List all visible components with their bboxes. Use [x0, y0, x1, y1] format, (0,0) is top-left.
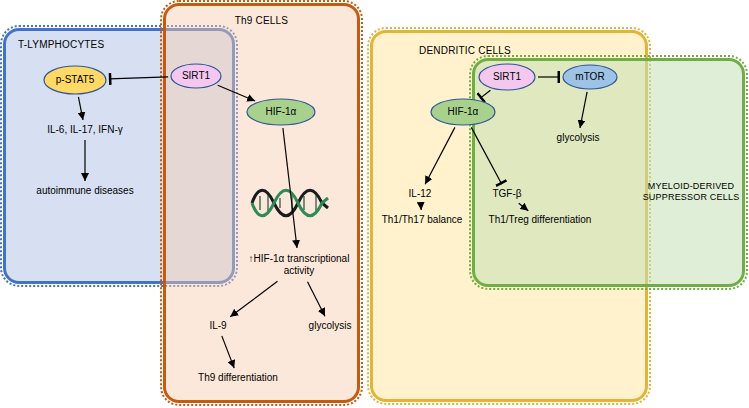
outcome-label: Th9 differentiation	[178, 370, 298, 386]
cell-compartment: MYELOID-DERIVED SUPPRESSOR CELLS SIRT1 mTO…	[472, 58, 745, 287]
process-label: glycolysis	[548, 130, 608, 146]
inhibition-connector	[538, 76, 560, 77]
outcome-label: Th1/Th17 balance	[370, 212, 474, 228]
compartment-title: DENDRITIC CELLS	[419, 45, 559, 57]
compartment-title: T-LYMPHOCYTES	[18, 39, 158, 51]
node-text: TGF-β	[492, 188, 521, 200]
ellipse-shape	[247, 99, 315, 125]
cytokine-label: IL-6, IL-17, IFN-γ	[20, 122, 150, 138]
dna-rung	[259, 196, 260, 210]
node-text: Th1/Treg differentiation	[489, 214, 592, 226]
node-text: HIF-1α	[448, 106, 479, 118]
ellipse-shape	[431, 99, 495, 125]
node-text: mTOR	[575, 71, 604, 83]
cell-compartment: Th9 CELLS SIRT1HIF-1α ↑HIF-1α transcriptio…	[163, 3, 360, 403]
dna-rung	[303, 196, 304, 210]
node-text: SIRT1	[182, 70, 210, 82]
ellipse-shape	[171, 64, 221, 88]
protein-ellipse: HIF-1α	[430, 98, 496, 126]
node-text: IL-6, IL-17, IFN-γ	[47, 124, 123, 136]
cytokine-label: TGF-β	[485, 186, 529, 202]
node-text: autoimmune diseases	[36, 185, 133, 197]
ellipse-shape	[563, 65, 617, 89]
node-text: ↑HIF-1α transcriptional activity	[240, 253, 358, 277]
dna-rung	[279, 198, 280, 208]
node-text: glycolysis	[309, 320, 352, 332]
node-text: SIRT1	[493, 71, 521, 83]
cytokine-label: IL-9	[198, 318, 238, 334]
protein-ellipse: SIRT1	[478, 63, 536, 91]
protein-ellipse: HIF-1α	[246, 98, 316, 126]
node-text: HIF-1α	[266, 106, 297, 118]
outcome-label: autoimmune diseases	[20, 183, 150, 199]
process-label: glycolysis	[302, 318, 358, 334]
node-text: Th1/Th17 balance	[382, 214, 463, 226]
dna-rung	[315, 194, 316, 212]
cytokine-label: IL-12	[400, 186, 440, 202]
protein-ellipse: p-STAT5	[43, 65, 107, 95]
ellipse-shape	[44, 66, 106, 94]
node-text: glycolysis	[557, 132, 600, 144]
node-text: IL-12	[409, 188, 432, 200]
node-text: IL-9	[209, 320, 226, 332]
protein-ellipse: mTOR	[562, 64, 618, 90]
node-text: Th9 differentiation	[198, 372, 278, 384]
compartment-title: MYELOID-DERIVED SUPPRESSOR CELLS	[641, 181, 741, 203]
compartment-title: Th9 CELLS	[166, 15, 357, 27]
outcome-label: Th1/Treg differentiation	[478, 212, 602, 228]
activation-arrow	[84, 140, 85, 181]
process-label: ↑HIF-1α transcriptional activity	[240, 250, 358, 280]
node-text: p-STAT5	[56, 74, 95, 86]
dna-rung	[267, 194, 268, 212]
ellipse-shape	[479, 64, 535, 90]
protein-ellipse: SIRT1	[170, 63, 222, 89]
